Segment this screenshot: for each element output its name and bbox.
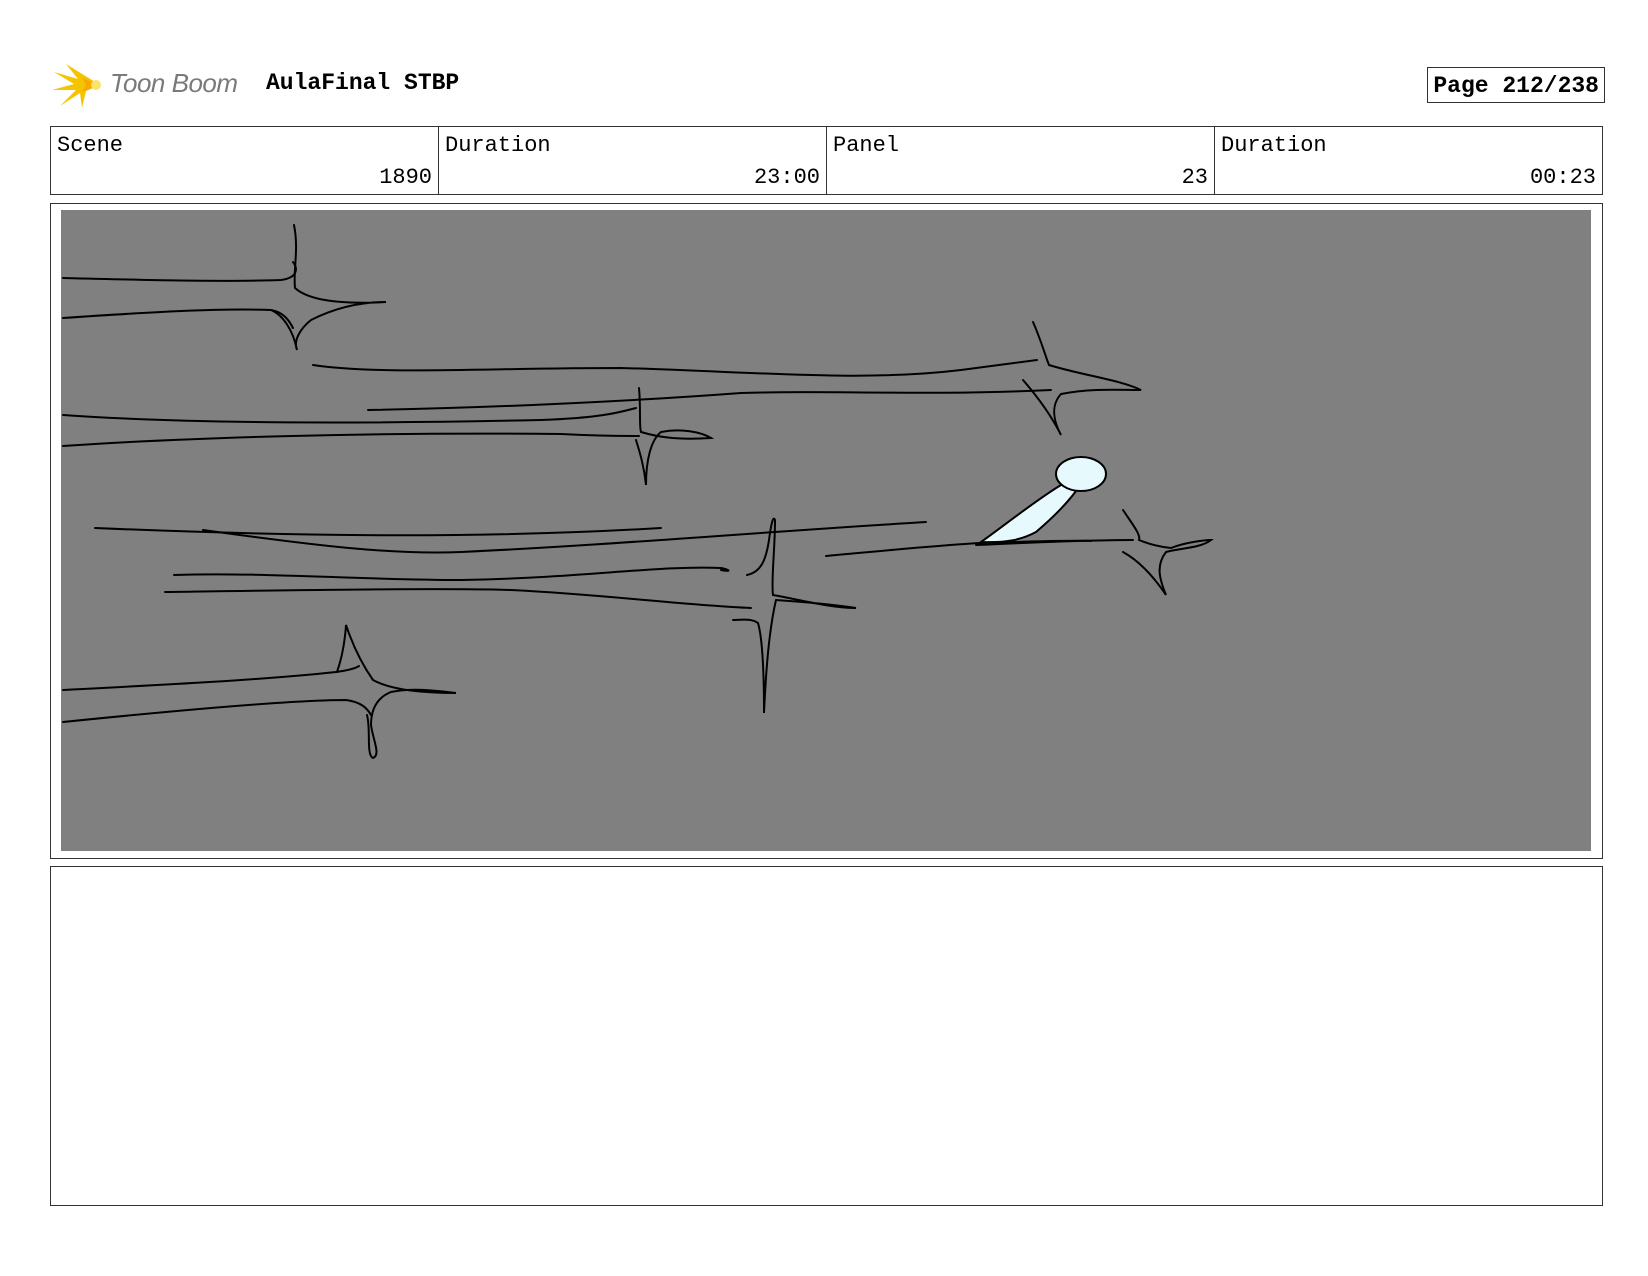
panel-label: Panel: [833, 133, 900, 158]
storyboard-panel-frame: [50, 203, 1603, 859]
speed-line: [367, 389, 1052, 411]
scene-duration-label: Duration: [445, 133, 551, 158]
sparkle-star: [336, 624, 457, 760]
speed-line: [173, 566, 730, 582]
toon-boom-starburst-icon: [52, 64, 101, 108]
sparkle-star: [270, 224, 387, 351]
sparkle-star: [1022, 321, 1142, 436]
document-title: AulaFinal STBP: [266, 70, 460, 96]
speed-line: [62, 432, 640, 447]
speed-line: [62, 698, 372, 723]
sparkle-star: [1122, 509, 1214, 596]
page-indicator: Page 212/238: [1427, 67, 1605, 103]
scene-duration-value: 23:00: [753, 165, 820, 190]
speed-line: [62, 261, 297, 282]
speed-line: [825, 539, 1092, 557]
scene-info-table: Scene 1890 Duration 23:00 Panel 23 Durat…: [50, 126, 1603, 195]
speed-line: [975, 539, 1134, 546]
panel-duration-label: Duration: [1221, 133, 1327, 158]
storyboard-panel-drawing: [61, 210, 1591, 851]
speed-line: [94, 527, 662, 537]
panel-duration-value: 00:23: [1529, 165, 1596, 190]
sparkle-star: [635, 387, 715, 486]
speed-line: [312, 359, 1038, 377]
scene-value: 1890: [379, 165, 432, 190]
scene-cell: Scene 1890: [51, 127, 439, 194]
sparkle-star: [732, 517, 857, 714]
panel-duration-cell: Duration 00:23: [1215, 127, 1602, 194]
speed-line: [62, 308, 294, 329]
brand-name: Toon Boom: [110, 68, 238, 98]
figure-head: [1055, 456, 1107, 492]
panel-cell: Panel 23: [827, 127, 1215, 194]
panel-value: 23: [1181, 165, 1208, 190]
scene-label: Scene: [57, 133, 124, 158]
logo: Toon Boom: [52, 60, 252, 110]
speed-line: [62, 665, 360, 691]
page-header: Toon Boom AulaFinal STBP Page 212/238: [50, 58, 1605, 110]
scene-duration-cell: Duration 23:00: [439, 127, 827, 194]
speed-line: [202, 521, 927, 554]
panel-notes-area: [50, 866, 1603, 1206]
speed-line: [164, 588, 752, 609]
speed-line: [62, 407, 637, 424]
